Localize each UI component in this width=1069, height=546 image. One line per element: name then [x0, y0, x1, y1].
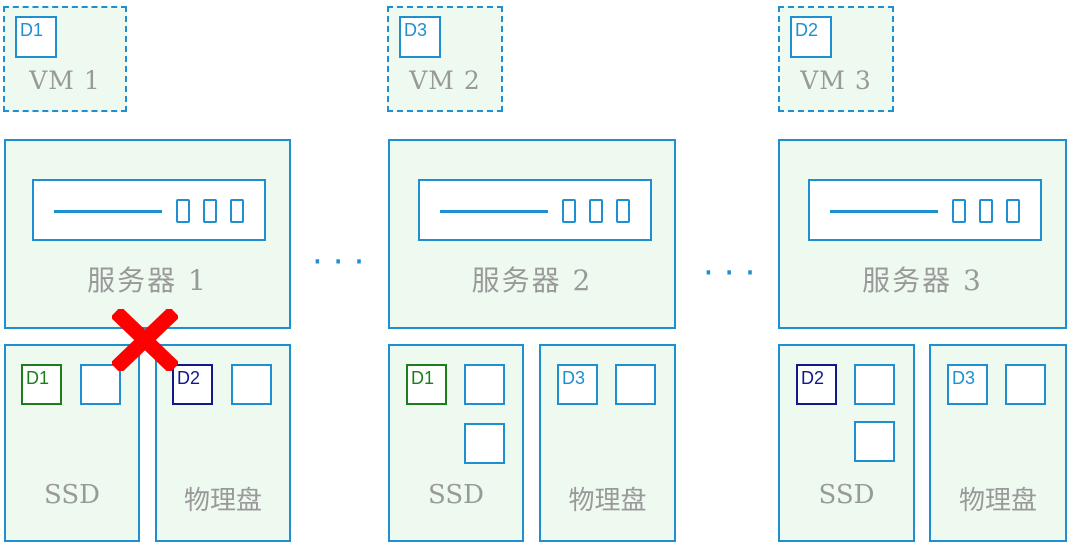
physical-disk-tag: D2 — [172, 364, 213, 405]
ssd-disk-tag: D2 — [796, 364, 837, 405]
physical-disk-label: 物理盘 — [183, 486, 262, 516]
ssd-disk-tag: D1 — [21, 364, 62, 405]
empty-slot — [464, 364, 505, 405]
ssd-disk-tag: D1 — [406, 364, 447, 405]
server-2: 服务器 2 — [388, 139, 676, 329]
ssd-label: SSD — [427, 480, 484, 510]
empty-slot — [464, 423, 505, 464]
vm-3-label: VM 3 — [800, 66, 872, 95]
vm-2-label: VM 2 — [409, 66, 481, 95]
ssd-server-3: D2 SSD — [778, 344, 915, 542]
physical-disk-server-3: D3 物理盘 — [929, 344, 1067, 542]
server-3: 服务器 3 — [778, 139, 1067, 329]
ssd-server-2: D1 SSD — [388, 344, 524, 542]
vm-1-disk-tag: D1 — [15, 16, 57, 58]
vm-1-label: VM 1 — [29, 66, 101, 95]
ssd-label: SSD — [43, 480, 100, 510]
server-rack-icon — [808, 179, 1042, 241]
physical-disk-server-1: D2 物理盘 — [155, 344, 291, 542]
empty-slot — [231, 364, 272, 405]
empty-slot — [80, 364, 121, 405]
ssd-server-1: D1 SSD — [4, 344, 140, 542]
server-rack-icon — [32, 179, 266, 241]
server-1: 服务器 1 — [4, 139, 291, 329]
server-3-label: 服务器 3 — [862, 264, 983, 297]
empty-slot — [854, 364, 895, 405]
ellipsis: ··· — [312, 242, 375, 282]
server-rack-icon — [418, 179, 652, 241]
physical-disk-tag: D3 — [557, 364, 598, 405]
vm-3: D2 VM 3 — [778, 6, 894, 112]
server-2-label: 服务器 2 — [471, 264, 593, 297]
physical-disk-tag: D3 — [947, 364, 988, 405]
empty-slot — [854, 421, 895, 462]
vm-1: D1 VM 1 — [3, 6, 127, 112]
empty-slot — [1005, 364, 1046, 405]
physical-disk-label: 物理盘 — [568, 486, 647, 516]
server-1-label: 服务器 1 — [87, 264, 208, 297]
cross-icon — [112, 309, 178, 371]
vm-2: D3 VM 2 — [387, 6, 503, 112]
ellipsis: ··· — [703, 253, 766, 293]
physical-disk-label: 物理盘 — [958, 486, 1037, 516]
vm-2-disk-tag: D3 — [399, 16, 441, 58]
physical-disk-server-2: D3 物理盘 — [539, 344, 676, 542]
vm-3-disk-tag: D2 — [790, 16, 832, 58]
ssd-label: SSD — [818, 480, 875, 510]
empty-slot — [615, 364, 656, 405]
